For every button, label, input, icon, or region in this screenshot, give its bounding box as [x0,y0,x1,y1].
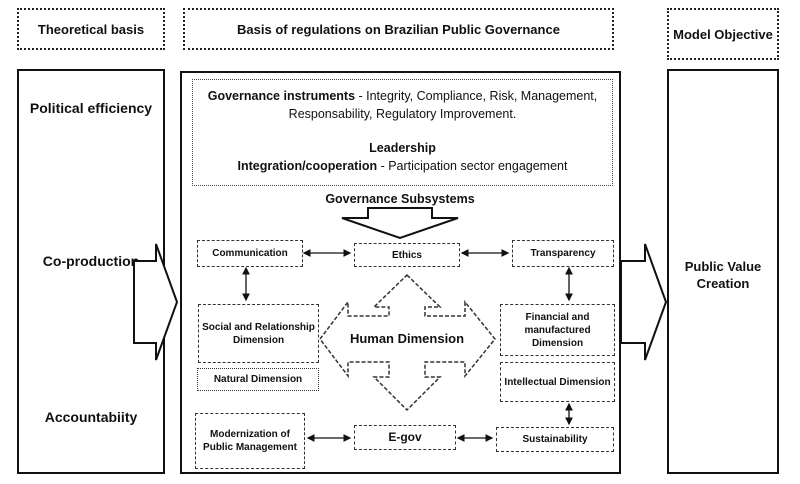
transparency-box: Transparency [512,240,614,267]
regulations-header: Basis of regulations on Brazilian Public… [183,8,614,50]
ethics-box: Ethics [354,243,460,267]
governance-instruments-box [192,79,613,186]
modernization-box: Modernization of Public Management [195,413,305,469]
governance-instruments-text: Governance instruments - Integrity, Comp… [205,87,600,123]
human-dimension-arrow [319,273,496,412]
public-value-creation-label: Public Value Creation [684,259,762,291]
leadership-label: Leadership [205,139,600,157]
e-gov-box: E-gov [354,425,456,450]
natural-dimension-box: Natural Dimension [197,368,319,391]
theoretical-basis-header: Theoretical basis [17,8,165,50]
social-relationship-box: Social and Relationship Dimension [198,304,319,363]
governance-subsystems-title: Governance Subsystems [325,192,475,206]
co-production-label: Co-production [42,253,140,269]
communication-box: Communication [197,240,303,267]
model-objective-header: Model Objective [667,8,779,60]
left-block-arrow [133,243,179,361]
accountability-label: Accountabiity [44,409,138,425]
human-dimension-label: Human Dimension [349,331,465,346]
political-efficiency-label: Political efficiency [29,100,153,116]
integration-text: Integration/cooperation - Participation … [205,157,600,175]
integration-items: - Participation sector engagement [377,159,568,173]
subsystems-down-arrow [341,207,459,240]
sustainability-box: Sustainability [496,427,614,452]
model-objective-column [667,69,779,474]
right-block-arrow [620,243,668,361]
financial-manufactured-box: Financial and manufactured Dimension [500,304,615,356]
leadership-text: Leadership [369,141,436,155]
governance-instruments-title: Governance instruments [207,89,356,103]
intellectual-dimension-box: Intellectual Dimension [500,362,615,402]
governance-instruments-items: - Integrity, Compliance, Risk, Managemen… [288,89,598,121]
integration-title: Integration/cooperation [237,159,378,173]
